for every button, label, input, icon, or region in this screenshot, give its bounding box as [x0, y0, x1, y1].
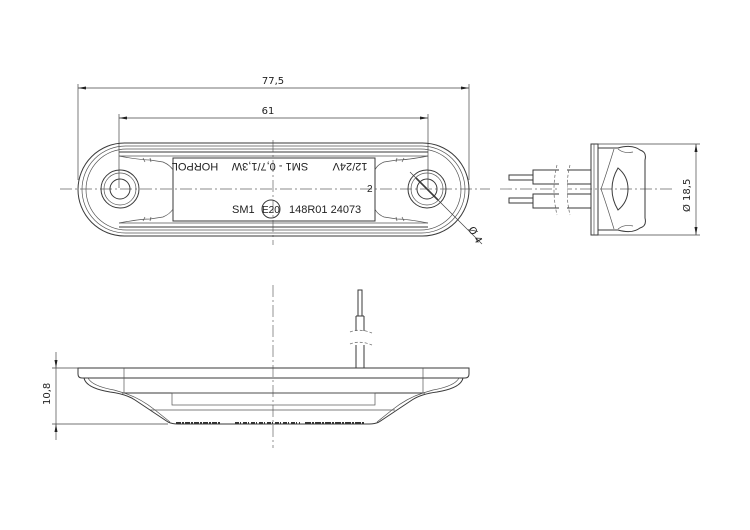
label-2: 2 — [367, 184, 373, 195]
mounting-hole-right — [407, 169, 447, 209]
e-mark-circle — [261, 199, 281, 219]
approval-number: 148R01 24073 — [289, 204, 361, 216]
wire-tip-side — [357, 289, 363, 317]
lens-panel — [172, 157, 376, 222]
approval-circle-text: E20 — [262, 205, 280, 216]
side-view — [52, 285, 470, 448]
width-diameter-value: Ø 18,5 — [681, 179, 693, 212]
side-flange — [77, 367, 470, 379]
hole-diameter-value: Ø 4 — [465, 225, 484, 246]
hole-spacing-value: 61 — [262, 106, 275, 117]
lens-window — [611, 167, 629, 211]
lens-bottom — [167, 421, 380, 425]
lens-body-end — [598, 145, 646, 233]
voltage-marking: 12/24V — [332, 160, 368, 172]
end-view — [500, 143, 700, 236]
model-power-marking: SM1 - 0,7/1,3W — [231, 160, 308, 172]
body-outline-outer — [77, 142, 470, 237]
height-value: 10,8 — [42, 383, 53, 405]
mounting-hole-left — [100, 169, 140, 209]
brand-marking: HORPOL — [172, 160, 218, 172]
approval-prefix: SM1 — [232, 204, 255, 216]
top-view — [60, 84, 490, 245]
wire-tip-upper — [508, 174, 534, 181]
wire-tip-lower — [508, 197, 534, 204]
overall-length-value: 77,5 — [262, 76, 284, 87]
mounting-flange — [590, 143, 599, 236]
